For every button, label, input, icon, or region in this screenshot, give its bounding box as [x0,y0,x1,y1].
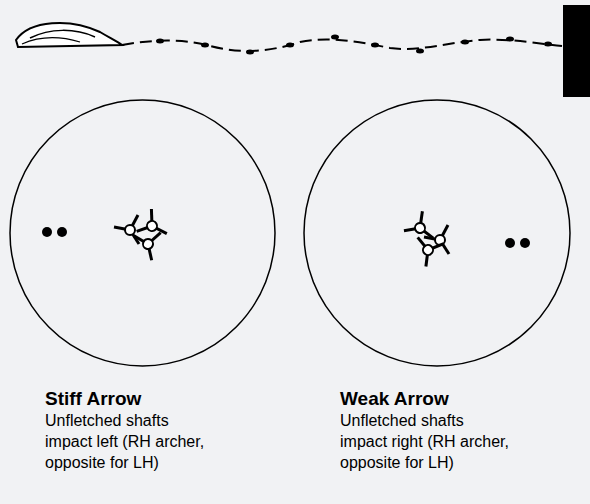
impact-note: Unfletched shafts impact left (RH archer… [45,410,215,473]
target-circle: Stiff ArrowUnfletched shafts impact left… [9,99,276,367]
arrow-heading: Weak Arrow [340,388,510,410]
arrow-heading: Stiff Arrow [45,388,215,410]
caption-block: Stiff ArrowUnfletched shafts impact left… [45,388,215,473]
target-circle: Weak ArrowUnfletched shafts impact right… [303,99,571,367]
caption-block: Weak ArrowUnfletched shafts impact right… [340,388,510,473]
impact-note: Unfletched shafts impact right (RH arche… [340,410,510,473]
circle-outline [9,99,276,367]
circle-outline [303,99,571,367]
